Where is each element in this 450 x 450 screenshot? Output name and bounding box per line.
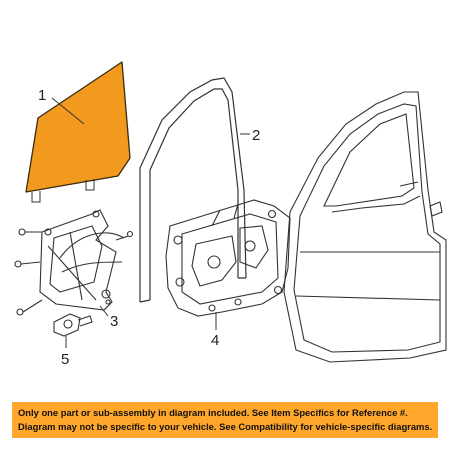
window-regulator-part <box>14 209 134 316</box>
leader-lines <box>51 97 250 348</box>
callout-5: 5 <box>61 351 69 368</box>
window-motor-part <box>53 313 93 337</box>
callout-4: 4 <box>211 332 219 349</box>
callout-2: 2 <box>252 127 260 144</box>
door-shell <box>283 91 447 363</box>
callout-1: 1 <box>38 87 46 104</box>
disclaimer-line-1: Only one part or sub-assembly in diagram… <box>18 407 408 418</box>
disclaimer-line-2: Diagram may not be specific to your vehi… <box>18 421 432 432</box>
door-glass-part <box>25 61 131 203</box>
door-module-panel-part <box>165 199 291 317</box>
glass-run-channel-part <box>139 77 247 303</box>
disclaimer-banner: Only one part or sub-assembly in diagram… <box>12 402 438 438</box>
callout-3: 3 <box>110 313 118 330</box>
